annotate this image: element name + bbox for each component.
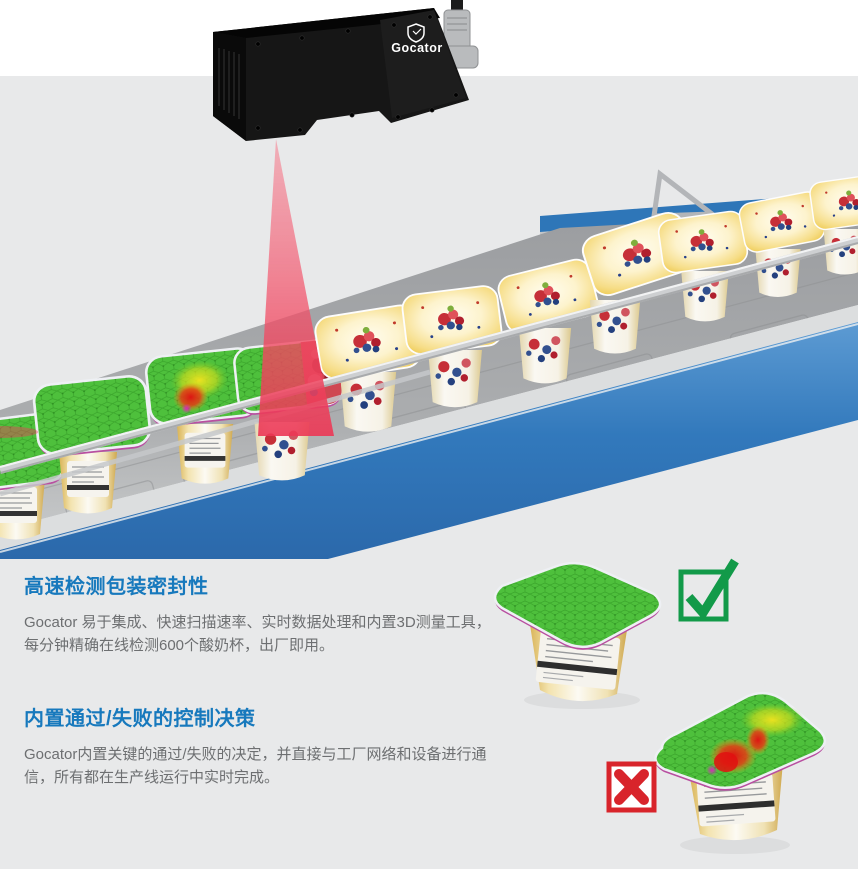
fail-cup	[654, 691, 827, 854]
section-heading: 内置通过/失败的控制决策	[24, 708, 256, 730]
fail-cross-icon	[606, 761, 657, 813]
rail-bracket	[651, 169, 720, 219]
section-pass-fail: 内置通过/失败的控制决策 Gocator内置关键的通过/失败的决定，并直接与工厂…	[24, 702, 494, 789]
sensor-brand-label: Gocator	[391, 41, 442, 55]
section-body: Gocator 易于集成、快速扫描速率、实时数据处理和内置3D测量工具，每分钟精…	[24, 614, 491, 654]
section-heading: 高速检测包装密封性	[24, 576, 209, 598]
pass-cup	[493, 561, 662, 709]
section-body: Gocator内置关键的通过/失败的决定，并直接与工厂网络和设备进行通信，所有都…	[24, 746, 487, 786]
conveyor-rim	[0, 305, 858, 550]
sensor-device: Gocator	[213, 8, 469, 141]
laser-beam	[0, 139, 334, 438]
pass-check-icon	[678, 558, 739, 622]
gocator-logo: Gocator	[391, 23, 442, 55]
section-seal-inspection: 高速检测包装密封性 Gocator 易于集成、快速扫描速率、实时数据处理和内置3…	[24, 570, 494, 657]
guide-rail	[0, 236, 858, 497]
conveyor-scene	[0, 139, 858, 559]
